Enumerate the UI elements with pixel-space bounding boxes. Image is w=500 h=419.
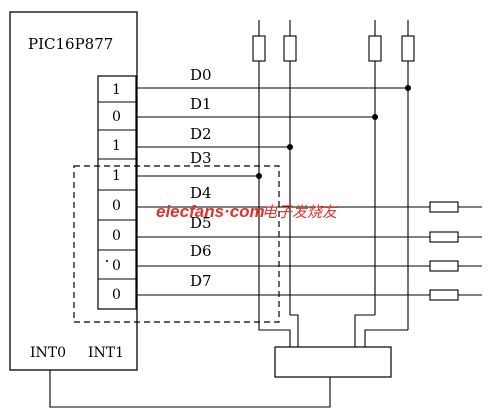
bit-register <box>97 75 137 310</box>
watermark-tld: com <box>230 202 265 221</box>
bit-6-value: 0 <box>112 258 121 274</box>
junction-dots <box>256 85 411 179</box>
gate-input-wires <box>258 314 408 347</box>
bit-7-value: 0 <box>112 287 121 303</box>
and-gate-block <box>274 346 392 378</box>
d0-label: D0 <box>190 66 212 84</box>
svg-text:elecfans·com: elecfans·com <box>156 202 265 221</box>
chip-name-label: PIC16P877 <box>28 35 113 53</box>
pic-chip-body <box>9 11 138 371</box>
dashed-group-box <box>73 165 280 323</box>
bit-2-value: 1 <box>112 138 121 154</box>
data-lines <box>136 87 430 296</box>
bit-0-value: 1 <box>112 82 121 98</box>
bit-4-value: 0 <box>112 198 121 214</box>
watermark-cn: 电子发烧友 <box>262 203 339 221</box>
bit-5-value: 0 <box>112 228 121 244</box>
d4-label: D4 <box>190 184 212 202</box>
bit-6-mark <box>106 260 108 262</box>
int1-label: INT1 <box>88 345 124 361</box>
bit-1-value: 0 <box>112 109 121 125</box>
d6-label: D6 <box>190 242 212 260</box>
d3-label: D3 <box>190 149 212 167</box>
watermark-brand: elecfans <box>156 202 224 221</box>
watermark: elecfans·com 电子发烧友 <box>156 202 339 221</box>
d2-label: D2 <box>190 125 212 143</box>
d7-label: D7 <box>190 272 212 290</box>
int0-feedback-wire <box>49 370 331 408</box>
d5-label: D5 <box>190 214 212 232</box>
row-resistors <box>429 201 482 301</box>
bit-3-value: 1 <box>112 168 121 184</box>
int0-label: INT0 <box>30 345 66 361</box>
watermark-dot: · <box>224 202 230 221</box>
pullup-resistors <box>252 20 415 330</box>
d1-label: D1 <box>190 95 212 113</box>
